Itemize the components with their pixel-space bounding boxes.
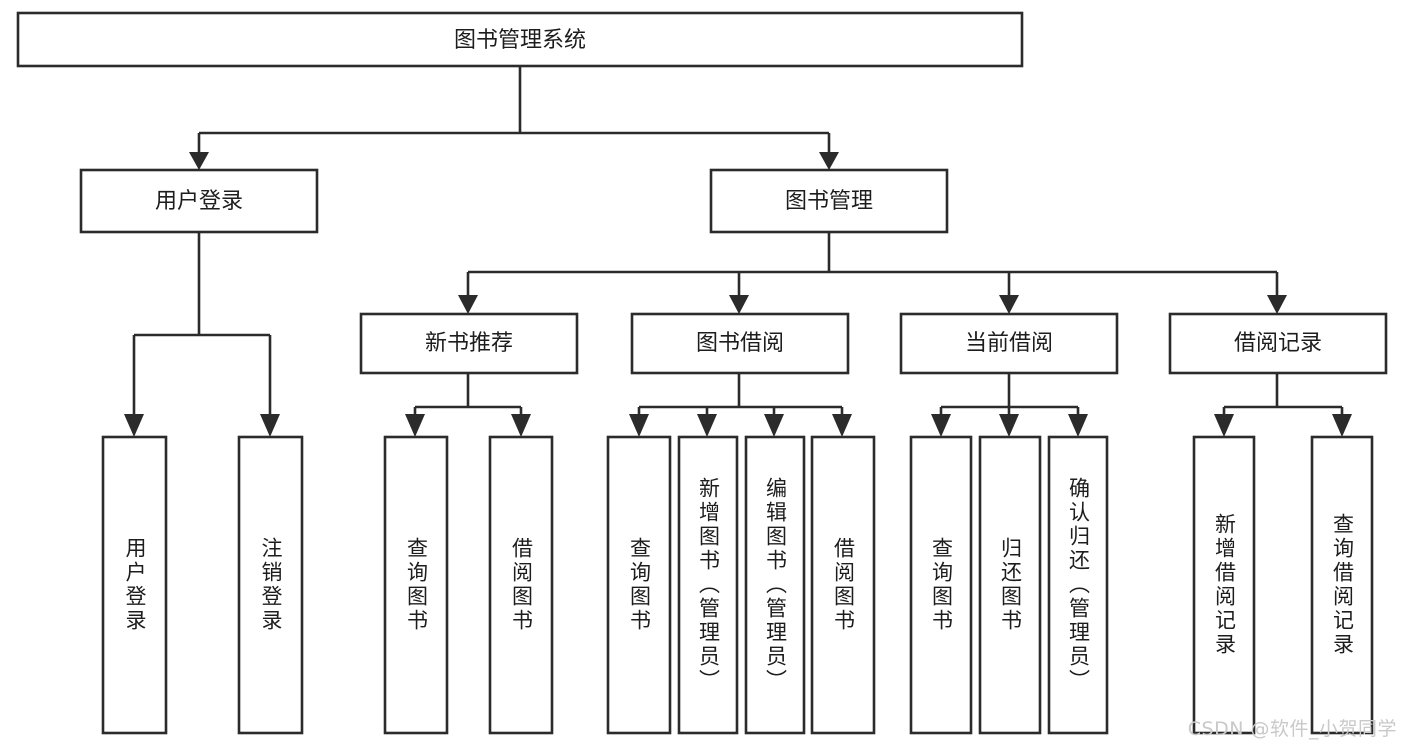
arrowhead-bookborrow-leaf-3 [764, 414, 784, 437]
leaf-current-borrow-confirm-label: 确认归还（管理员） [1066, 477, 1091, 693]
node-user-login-label: 用户登录 [155, 189, 243, 214]
leaf-book-borrow-add-label: 新增图书（管理员） [696, 477, 721, 693]
leaf-current-borrow-return-label: 归还图书 [998, 537, 1023, 633]
leaf-book-borrow-edit-label: 编辑图书（管理员） [763, 477, 788, 693]
leaf-current-borrow-confirm[interactable]: 确认归还（管理员） [1047, 435, 1109, 735]
arrowhead-newbook-leaf-1 [405, 414, 425, 437]
node-borrow-record-label: 借阅记录 [1234, 331, 1322, 356]
arrowhead-new-book [458, 295, 478, 314]
leaf-new-book-query[interactable]: 查询图书 [383, 435, 449, 735]
leaf-book-borrow-borrow-label: 借阅图书 [831, 537, 856, 633]
leaf-book-borrow-query[interactable]: 查询图书 [606, 435, 672, 735]
leaf-current-borrow-return-box[interactable] [978, 435, 1042, 735]
arrowhead-leaf-user-login [124, 414, 144, 437]
node-root-system-box[interactable] [16, 11, 1024, 68]
arrowhead-user-login [189, 152, 209, 170]
leaf-borrow-record-add-label: 新增借阅记录 [1212, 513, 1237, 657]
leaf-book-borrow-query-box[interactable] [606, 435, 672, 735]
leaf-borrow-record-add-box[interactable] [1192, 435, 1256, 735]
leaf-user-login-logout-box[interactable] [237, 435, 304, 735]
leaf-new-book-query-box[interactable] [383, 435, 449, 735]
arrowhead-bookborrow-leaf-1 [629, 414, 649, 437]
leaf-new-book-borrow-label: 借阅图书 [509, 537, 534, 633]
node-user-login-box[interactable] [79, 168, 319, 234]
node-current-borrow-box[interactable] [899, 312, 1119, 375]
node-new-book-recommend-box[interactable] [359, 312, 579, 375]
leaf-current-borrow-query[interactable]: 查询图书 [909, 435, 973, 735]
leaf-book-borrow-borrow[interactable]: 借阅图书 [810, 435, 876, 735]
leaf-book-borrow-edit[interactable]: 编辑图书（管理员） [744, 435, 806, 735]
leaf-new-book-borrow[interactable]: 借阅图书 [488, 435, 554, 735]
leaf-current-borrow-query-label: 查询图书 [929, 537, 954, 633]
arrowhead-bookborrow-leaf-2 [697, 414, 717, 437]
leaf-book-borrow-borrow-box[interactable] [810, 435, 876, 735]
arrowhead-current-borrow [999, 295, 1019, 314]
arrowhead-bookborrow-leaf-4 [832, 414, 852, 437]
node-current-borrow[interactable]: 当前借阅 [899, 312, 1119, 375]
leaf-new-book-query-label: 查询图书 [404, 537, 429, 633]
arrowhead-borrow-record [1267, 295, 1287, 314]
node-book-borrow-box[interactable] [630, 312, 850, 375]
arrowhead-newbook-leaf-2 [511, 414, 531, 437]
node-new-book-recommend-label: 新书推荐 [425, 331, 513, 356]
node-new-book-recommend[interactable]: 新书推荐 [359, 312, 579, 375]
leaf-book-borrow-query-label: 查询图书 [627, 537, 652, 633]
leaf-current-borrow-return[interactable]: 归还图书 [978, 435, 1042, 735]
leaf-borrow-record-query-box[interactable] [1310, 435, 1374, 735]
arrowhead-book-manage [819, 152, 839, 170]
leaf-book-borrow-edit-box[interactable] [744, 435, 806, 735]
leaf-user-login-logout[interactable]: 注销登录 [237, 435, 304, 735]
node-root-system-label: 图书管理系统 [454, 28, 586, 53]
arrowhead-book-borrow [729, 295, 749, 314]
leaf-user-login-login-label: 用户登录 [123, 537, 147, 633]
leaf-user-login-logout-label: 注销登录 [259, 537, 283, 633]
leaf-borrow-record-query[interactable]: 查询借阅记录 [1310, 435, 1374, 735]
leaf-book-borrow-add-box[interactable] [677, 435, 739, 735]
arrowhead-currentborrow-leaf-3 [1068, 414, 1088, 437]
leaf-current-borrow-query-box[interactable] [909, 435, 973, 735]
arrowhead-borrowrecord-leaf-2 [1332, 414, 1352, 437]
leaf-borrow-record-query-label: 查询借阅记录 [1330, 513, 1355, 657]
leaf-borrow-record-add[interactable]: 新增借阅记录 [1192, 435, 1256, 735]
arrowhead-layer [124, 152, 1352, 437]
node-user-login[interactable]: 用户登录 [79, 168, 319, 234]
arrowhead-currentborrow-leaf-2 [999, 414, 1019, 437]
node-book-manage-label: 图书管理 [785, 189, 873, 214]
node-root-system[interactable]: 图书管理系统 [16, 11, 1024, 68]
node-borrow-record-box[interactable] [1168, 312, 1388, 375]
leaf-user-login-login-box[interactable] [101, 435, 168, 735]
leaf-user-login-login[interactable]: 用户登录 [101, 435, 168, 735]
node-book-borrow[interactable]: 图书借阅 [630, 312, 850, 375]
arrowhead-currentborrow-leaf-1 [931, 414, 951, 437]
node-book-borrow-label: 图书借阅 [696, 331, 784, 356]
leaf-current-borrow-confirm-box[interactable] [1047, 435, 1109, 735]
connector-layer [132, 66, 1344, 414]
leaf-new-book-borrow-box[interactable] [488, 435, 554, 735]
node-book-manage[interactable]: 图书管理 [709, 168, 949, 234]
node-book-manage-box[interactable] [709, 168, 949, 234]
leaf-book-borrow-add[interactable]: 新增图书（管理员） [677, 435, 739, 735]
arrowhead-leaf-logout [260, 414, 280, 437]
node-current-borrow-label: 当前借阅 [965, 331, 1053, 356]
node-borrow-record[interactable]: 借阅记录 [1168, 312, 1388, 375]
arrowhead-borrowrecord-leaf-1 [1214, 414, 1234, 437]
